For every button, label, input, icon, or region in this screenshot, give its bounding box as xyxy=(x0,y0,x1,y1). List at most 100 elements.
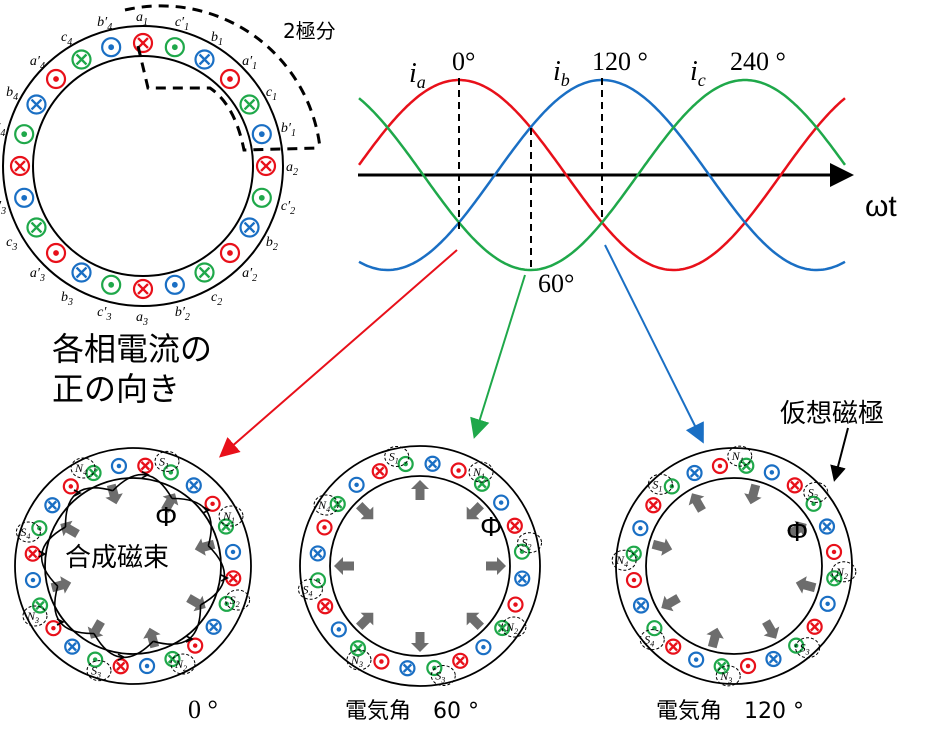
positive-direction-label-2: 正の向き xyxy=(52,370,180,408)
slot-a-3 xyxy=(711,457,729,475)
slot-b-14 xyxy=(64,638,81,655)
slot-label: b2 xyxy=(266,235,278,253)
slot-b-14 xyxy=(765,650,782,668)
slot-label: c′4 xyxy=(0,121,5,139)
two-pole-label: 2極分 xyxy=(283,19,336,43)
slot-c-4 xyxy=(239,94,260,115)
pole-label: S1 xyxy=(652,477,662,493)
deg-60-label: 60° xyxy=(538,269,574,298)
slot-label: b1 xyxy=(211,30,223,48)
slot-label: b3 xyxy=(61,290,73,308)
flux-symbol: Φ xyxy=(786,516,808,547)
arrow-red xyxy=(218,249,458,458)
slot-c-19 xyxy=(31,520,48,537)
slot-a-0 xyxy=(371,463,388,480)
omega-t-label: ωt xyxy=(865,190,897,223)
slot-b-23 xyxy=(632,520,649,537)
slot-b-20 xyxy=(44,497,61,514)
slot-label: a′3 xyxy=(30,266,45,284)
flux-symbol: Φ xyxy=(480,511,502,542)
slot-b-14 xyxy=(71,262,92,283)
slot-label: a3 xyxy=(136,310,148,328)
slot-c-16 xyxy=(26,217,47,238)
slot-c-1 xyxy=(164,37,185,58)
pole-label: N2 xyxy=(835,565,848,581)
slot-b-17 xyxy=(14,187,35,208)
slot-b-11 xyxy=(138,657,156,675)
slot-a-9 xyxy=(219,242,241,264)
slot-a-9 xyxy=(507,596,524,613)
bottom-stators: S1N1S2N2S3N3S4N4Φ合成磁束S1N1S2N2S3N3S4N4ΦS1… xyxy=(14,445,857,687)
slot-label: c4 xyxy=(61,30,72,48)
ib-label: ib xyxy=(553,56,570,90)
slot-c-16 xyxy=(349,640,367,657)
pole-label: S4 xyxy=(302,582,312,598)
slot-c-19 xyxy=(14,124,35,145)
slot-b-17 xyxy=(688,651,705,668)
slot-label: c′1 xyxy=(175,15,189,33)
pole-arrow xyxy=(186,594,206,612)
slot-c-22 xyxy=(71,49,92,70)
slot-b-23 xyxy=(101,37,122,58)
flux-loop xyxy=(152,604,202,645)
pole-label: N4 xyxy=(74,461,87,477)
pole-arrow xyxy=(661,594,681,612)
pole-arrow xyxy=(143,627,161,649)
slot-label: a′2 xyxy=(242,266,257,284)
slot-b-8 xyxy=(818,518,836,535)
slot-c-13 xyxy=(87,651,104,668)
slot-b-5 xyxy=(251,124,272,145)
slot-b-14 xyxy=(399,660,416,677)
flux-loop xyxy=(93,633,154,658)
slot-c-19 xyxy=(309,572,327,589)
slot-label: b′4 xyxy=(97,15,112,33)
slot-a-3 xyxy=(219,68,241,90)
pole-arrow xyxy=(356,502,374,520)
waveform-chart: ia 0° ib 120 ° ic 240 ° 60° ωt xyxy=(357,47,897,298)
slot-label: a′1 xyxy=(242,54,257,72)
slot-label: c2 xyxy=(211,290,222,308)
slot-a-18 xyxy=(665,638,682,655)
slot-c-1 xyxy=(162,464,179,481)
pole-label: N2 xyxy=(505,620,518,636)
slot-b-20 xyxy=(26,94,47,115)
pole-label: S1 xyxy=(389,449,399,465)
slot-a-6 xyxy=(786,477,803,494)
caption-60: 電気角 60 ° xyxy=(345,699,479,724)
slot-a-15 xyxy=(739,657,757,675)
pole-label: N3 xyxy=(719,669,732,685)
slot-label: b′3 xyxy=(0,199,6,217)
slot-c-1 xyxy=(397,455,414,473)
slot-c-10 xyxy=(164,650,181,668)
pole-arrow xyxy=(706,627,724,649)
slot-a-0 xyxy=(137,457,154,474)
slot-a-21 xyxy=(625,571,643,589)
pole-arrow xyxy=(688,493,706,513)
slot-b-20 xyxy=(632,597,650,614)
pole-label: S1 xyxy=(159,454,169,470)
slot-label: a′4 xyxy=(30,54,45,72)
flux-loop xyxy=(200,545,225,606)
two-pole-region xyxy=(124,4,322,149)
slot-b-2 xyxy=(424,455,441,472)
ic-label: ic xyxy=(690,56,706,90)
pole-arrow xyxy=(334,557,354,575)
slot-a-18 xyxy=(24,545,41,562)
deg-120-label: 120 ° xyxy=(592,47,648,76)
arrow-green xyxy=(470,274,526,439)
pole-arrow xyxy=(411,480,429,500)
wave-ic xyxy=(358,78,847,272)
slot-b-20 xyxy=(309,545,326,562)
slot-b-8 xyxy=(205,618,222,635)
slot-b-17 xyxy=(24,571,42,589)
slot-c-13 xyxy=(101,274,122,295)
slot-label: c3 xyxy=(6,235,17,253)
pole-arrow xyxy=(356,612,374,630)
slot-label: c′3 xyxy=(97,305,111,323)
slot-label: a2 xyxy=(286,160,298,178)
pole-arrow xyxy=(50,576,72,594)
slot-a-3 xyxy=(204,495,221,512)
slot-a-12 xyxy=(452,652,469,669)
